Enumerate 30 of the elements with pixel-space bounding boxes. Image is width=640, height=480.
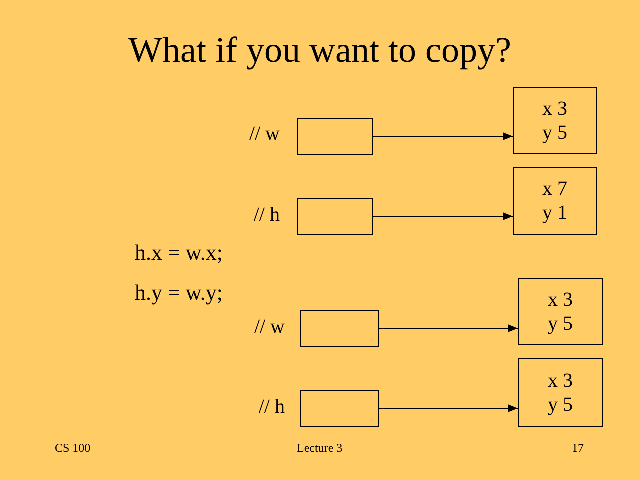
footer-text: CS 100 (55, 441, 91, 456)
field-value: x 7 (542, 177, 568, 201)
arrow (372, 212, 514, 220)
field-value: y 5 (542, 120, 568, 144)
variable-comment: // h (252, 203, 280, 227)
footer-text: 17 (572, 441, 584, 456)
field-value: x 3 (542, 96, 568, 120)
code-line: h.x = w.x; (135, 240, 223, 266)
arrow (378, 404, 518, 412)
slide-title: What if you want to copy? (128, 29, 512, 72)
field-value: y 5 (548, 392, 573, 416)
variable-box (300, 310, 379, 347)
variable-comment: // w (248, 122, 280, 146)
code-line: h.y = w.y; (135, 280, 223, 306)
object-box (513, 87, 597, 154)
arrow (378, 324, 518, 332)
variable-comment: // w (253, 315, 285, 339)
object-box (518, 358, 603, 427)
field-value: x 3 (548, 288, 573, 312)
object-box (513, 167, 597, 235)
variable-comment: // h (258, 395, 285, 419)
field-value: y 1 (542, 201, 568, 225)
field-value: y 5 (548, 312, 573, 336)
object-box (518, 278, 603, 345)
variable-box (297, 118, 373, 155)
field-value: x 3 (548, 368, 573, 392)
footer-text: Lecture 3 (297, 441, 343, 456)
arrow (372, 132, 514, 140)
variable-box (297, 198, 373, 235)
variable-box (300, 390, 379, 427)
